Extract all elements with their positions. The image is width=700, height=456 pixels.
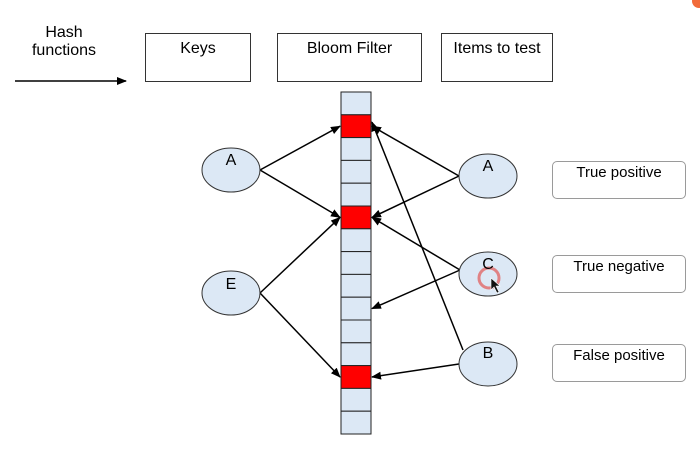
test-node-c-label: C [482,256,494,273]
bloom-bit-empty [340,159,372,184]
test-node-a-label: A [482,158,494,175]
bloom-bit-empty [340,296,372,321]
key-node-e-label: E [225,276,237,293]
true-positive-label: True positive [552,161,686,199]
key-node-a [201,147,261,193]
key-node-a-label: A [225,152,237,169]
hash-functions-label: Hash functions [31,24,97,59]
cursor-highlight-ring [477,266,501,290]
bloom-bit-empty [340,342,372,367]
test-node-a [458,153,518,199]
hash-edge [371,216,461,271]
bloom-bit-empty [340,251,372,275]
bloom-bit-empty [340,91,372,116]
hash-edge [371,175,460,219]
bloom-bit-set [340,205,372,230]
false-positive-label: False positive [552,344,686,382]
mouse-cursor-icon [490,277,501,294]
hash-edge [371,269,461,310]
hash-edge [371,363,460,380]
bloom-bit-empty [340,137,372,161]
bloom-bit-empty [340,387,372,412]
hash-edge [371,125,460,177]
bloom-bit-empty [340,182,372,207]
test-node-b-label: B [482,345,494,362]
keys-header: Keys [145,33,251,82]
hash-edge [371,121,464,351]
hash-edge [259,216,341,294]
bloom-filter-header: Bloom Filter [277,33,422,82]
bloom-bit-empty [340,273,372,298]
test-node-c [458,251,518,297]
key-node-e [201,270,261,316]
bloom-bit-empty [340,228,372,253]
hash-edges [259,121,464,380]
hash-edge [259,125,341,171]
corner-badge [692,0,700,8]
bloom-filter-array [340,91,372,435]
hash-edge [259,292,341,378]
bloom-bit-set [340,114,372,139]
bloom-bit-empty [340,319,372,344]
items-to-test-header: Items to test [441,33,553,82]
true-negative-label: True negative [552,255,686,293]
bloom-bit-empty [340,410,372,435]
hash-edge [259,169,341,219]
bloom-bit-set [340,365,372,389]
test-node-b [458,341,518,387]
